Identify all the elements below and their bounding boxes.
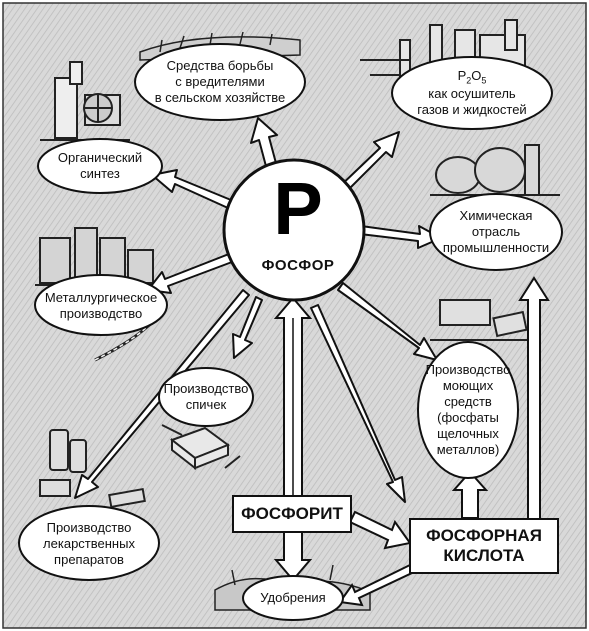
node-chemical-shape: [429, 193, 563, 271]
node-metallurgy-line-2: производство: [59, 306, 143, 321]
node-detergents-line-4: (фосфаты: [437, 410, 499, 425]
node-organic-shape: [37, 138, 163, 194]
center-circle-shape: [222, 158, 366, 302]
node-organic-line-1: Органический: [57, 150, 143, 166]
node-detergents-line-1: Производство: [425, 362, 511, 378]
box-acid-line-1: ФОСФОРНАЯ: [426, 525, 542, 545]
box-acid: ФОСФОРНАЯ КИСЛОТА: [410, 519, 558, 573]
box-acid-shape: [409, 518, 559, 574]
node-matches: Производство спичек: [163, 377, 249, 417]
node-metallurgy: Металлургическое производство: [40, 285, 162, 327]
node-medicine: Производство лекарственных препаратов: [25, 515, 153, 573]
node-medicine-line-2: лекарственных: [43, 536, 135, 552]
node-detergents-line-3: средств: [444, 394, 492, 410]
arrow-phosphorite-to-acid: [348, 510, 412, 550]
arrow-to-organic: [151, 169, 232, 209]
node-p2o5-line-1: как осушитель: [428, 86, 516, 102]
factory-top-left-icon: [40, 61, 130, 141]
node-p2o5-shape: [391, 56, 553, 130]
arrow-acid-to-fertilizers: [338, 563, 416, 607]
node-metallurgy-shape: [34, 274, 168, 336]
node-medicine-line-3: препаратов: [54, 551, 124, 567]
node-matches-line-2: спичек: [185, 397, 227, 412]
node-metallurgy-line-1: Металлургическое: [44, 290, 158, 306]
box-phosphorite-label: ФОСФОРИТ: [241, 504, 343, 523]
tanks-right-icon: [430, 144, 560, 196]
node-detergents: Производство моющих средств (фосфаты щел…: [420, 350, 516, 470]
node-pests-line-1: Средства борьбы: [166, 58, 274, 74]
node-detergents-shape: [417, 341, 519, 479]
plant-left-icon: [35, 227, 160, 286]
node-organic: Органический синтез: [45, 145, 155, 187]
node-pests-shape: [134, 43, 306, 121]
arrow-to-chemical: [359, 225, 442, 249]
phosphorus-symbol: P: [273, 167, 323, 250]
arrow-phosphorite-up: [273, 296, 313, 499]
node-medicine-shape: [18, 505, 160, 581]
node-fertilizers: Удобрения: [248, 586, 338, 610]
node-fertilizers-line-1: Удобрения: [260, 590, 326, 606]
node-chemical: Химическая отрасль промышленности: [434, 202, 558, 262]
node-organic-line-2: синтез: [80, 166, 120, 181]
lab-equipment-right-icon: [430, 299, 540, 341]
node-matches-line-1: Производство: [163, 381, 249, 397]
node-detergents-line-5: щелочных: [437, 425, 499, 441]
arrow-to-matches: [232, 296, 263, 359]
node-pests-line-3: в сельском хозяйстве: [154, 89, 286, 105]
arrow-phosphorite-to-fertilizers: [273, 529, 313, 582]
arrow-to-detergents: [337, 282, 438, 361]
node-p2o5-line-2: газов и жидкостей: [417, 102, 527, 118]
node-fertilizers-shape: [242, 575, 344, 621]
node-chemical-line-1: Химическая: [459, 208, 533, 224]
box-acid-line-2: КИСЛОТА: [443, 546, 525, 565]
node-pests-line-2: с вредителями: [175, 74, 265, 90]
box-phosphorite: ФОСФОРИТ: [233, 496, 351, 532]
phosphorus-name: ФОСФОР: [261, 257, 335, 274]
arrow-acid-to-detergents: [451, 470, 489, 519]
arrow-to-acid: [310, 304, 406, 503]
arrow-to-metallurgy: [147, 253, 233, 294]
node-chemical-line-2: отрасль: [471, 224, 521, 240]
node-chemical-line-3: промышленности: [442, 239, 550, 255]
node-pests: Средства борьбы с вредителями в сельском…: [140, 50, 300, 114]
box-phosphorite-shape: [232, 495, 352, 533]
node-medicine-line-1: Производство: [46, 520, 132, 536]
node-p2o5-formula: P2O5: [457, 67, 487, 86]
matchbox-icon: [161, 424, 241, 471]
node-detergents-line-6: металлов): [436, 441, 500, 457]
node-detergents-line-2: моющих: [442, 378, 494, 394]
node-matches-shape: [158, 367, 254, 427]
node-p2o5: P2O5 как осушитель газов и жидкостей: [398, 62, 546, 124]
pharmacy-bottles-icon: [39, 429, 146, 509]
